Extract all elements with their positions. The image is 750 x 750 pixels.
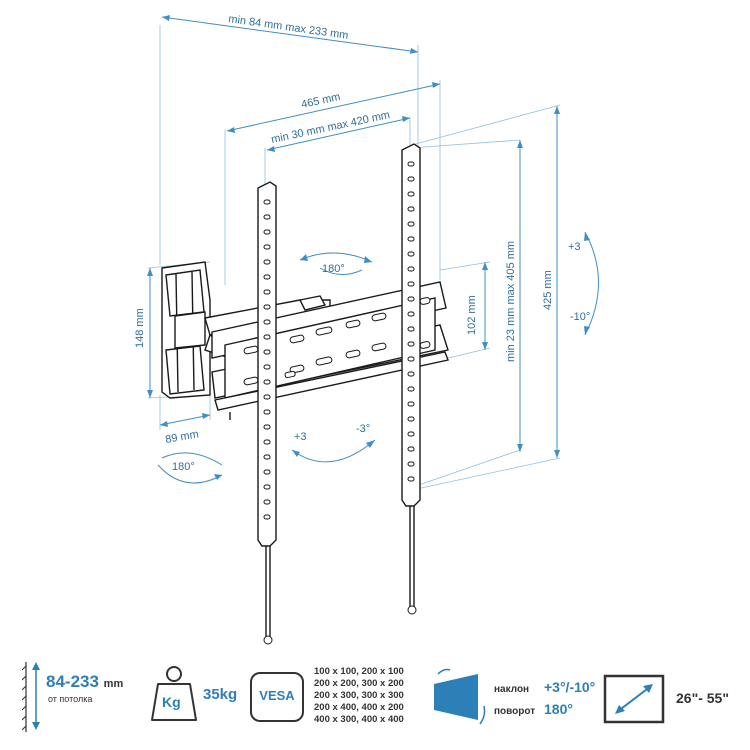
dim-wall-plate-height: 148 mm — [134, 308, 146, 348]
dim-top-width: min 84 mm max 233 mm — [228, 13, 350, 42]
dim-vesa-horizontal: min 30 mm max 420 mm — [270, 109, 391, 146]
vesa-list: 100 x 100, 200 x 100 200 x 200, 300 x 20… — [314, 666, 404, 726]
rotation-arcs — [157, 231, 599, 484]
vesa-line: 200 x 200, 300 x 200 — [314, 678, 404, 689]
ceiling-distance-value: 84-233 — [46, 672, 99, 691]
dim-wall-plate-depth: 89 mm — [164, 428, 199, 446]
swivel-label: поворот — [494, 706, 536, 717]
ceiling-distance-note: от потолка — [48, 694, 93, 704]
dim-tilt-up: +3 — [568, 241, 581, 253]
extension-lines — [147, 25, 561, 491]
wall-plate — [161, 261, 211, 399]
dim-level-minus: -3° — [356, 423, 370, 435]
vesa-badge-label: VESA — [259, 688, 295, 703]
ceiling-distance-icon — [22, 662, 40, 732]
tv-plate-slots — [243, 297, 431, 386]
right-vertical-rail — [401, 143, 421, 615]
vesa-line: 100 x 100, 200 x 100 — [314, 666, 404, 677]
dim-swivel-base: 180° — [172, 461, 195, 473]
vesa-line: 200 x 300, 300 x 300 — [314, 690, 404, 701]
weight-icon — [151, 666, 197, 721]
dim-total-height: 425 mm — [542, 270, 554, 310]
right-rail-holes — [407, 161, 415, 482]
load-value: 35kg — [203, 686, 238, 703]
vesa-line: 400 x 300, 400 x 400 — [314, 714, 404, 725]
left-vertical-rail — [257, 181, 277, 645]
vesa-badge: VESA — [250, 672, 304, 722]
tilt-value: +3°/-10° — [544, 679, 596, 695]
dim-level-plus: +3 — [294, 431, 307, 443]
dim-swivel-arm: 180° — [322, 263, 345, 275]
left-rail-holes — [263, 199, 271, 520]
screen-size-value: 26"- 55" — [676, 690, 729, 706]
swivel-value: 180° — [544, 701, 573, 717]
tilt-swivel-icon — [434, 668, 486, 725]
dim-vesa-vertical: min 23 mm max 405 mm — [505, 241, 517, 362]
mount-drawing: min 84 mm max 233 mm 465 mm min 30 mm ma… — [134, 13, 599, 645]
screen-size-icon — [603, 674, 665, 724]
vesa-line: 200 x 400, 400 x 200 — [314, 702, 404, 713]
tilt-label: наклон — [494, 684, 530, 695]
dimension-lines — [147, 15, 560, 458]
spec-bar: 84-233 mm от потолка Kg 35kg VESA 100 x … — [0, 652, 750, 750]
dim-total-width: 465 mm — [300, 91, 341, 111]
dim-plate-height: 102 mm — [466, 295, 478, 335]
dim-tilt-down: -10° — [570, 311, 590, 323]
ceiling-distance-unit: mm — [103, 678, 124, 690]
weight-icon-label: Kg — [162, 694, 181, 710]
